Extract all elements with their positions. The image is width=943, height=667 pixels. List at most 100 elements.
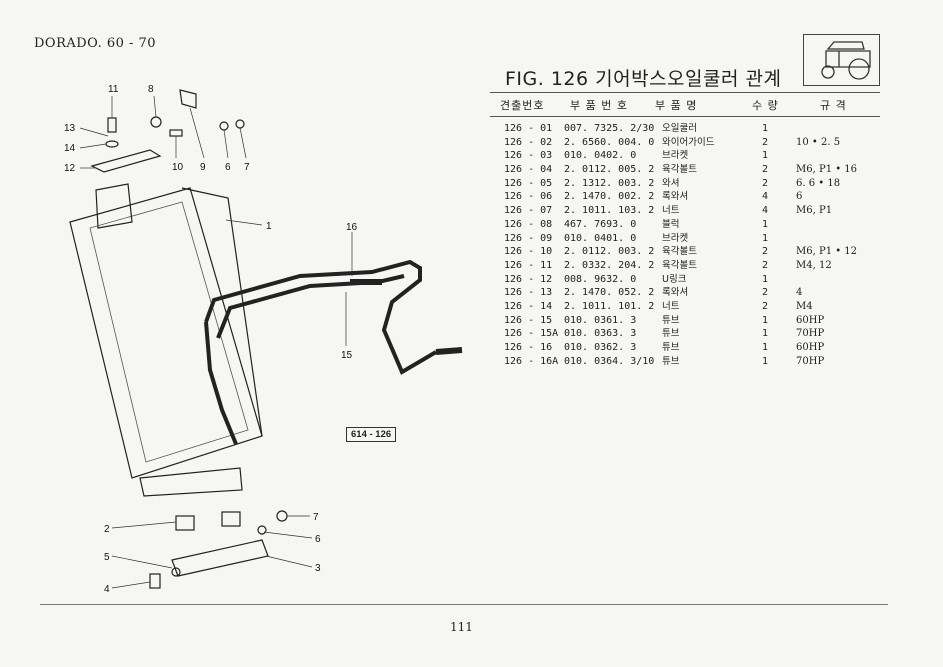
- cell-qty: 1: [762, 342, 769, 353]
- col-part-name: 부 품 명: [655, 99, 698, 112]
- cell-part-name: 브라켓: [662, 150, 689, 162]
- header-rule-bottom: [490, 116, 880, 117]
- cell-part-no: 010. 0364. 3/10: [564, 355, 655, 367]
- model-label: DORADO. 60 - 70: [34, 36, 157, 51]
- cell-part-no: 010. 0363. 3: [564, 328, 637, 340]
- cell-spec: M6, P1 • 12: [796, 246, 858, 258]
- ulink-2a: [175, 515, 195, 531]
- cell-qty: 1: [762, 328, 769, 340]
- cell-part-name: 록와셔: [662, 287, 689, 299]
- col-qty: 수 량: [752, 99, 779, 112]
- cell-item-no: 126 - 04: [504, 164, 553, 176]
- cell-item-no: 126 - 10: [504, 246, 553, 258]
- bolt-11: [107, 117, 117, 133]
- cell-item-no: 126 - 01: [504, 123, 553, 134]
- cell-qty: 4: [762, 191, 769, 203]
- cell-spec: 6: [796, 191, 803, 203]
- cell-spec: 60HP: [796, 342, 825, 353]
- cell-qty: 2: [762, 259, 769, 271]
- callout-label: 6: [315, 534, 321, 545]
- cell-part-no: 2. 6560. 004. 0: [564, 136, 655, 148]
- cell-qty: 2: [762, 177, 769, 189]
- cell-item-no: 126 - 03: [504, 150, 553, 162]
- tractor-icon: [803, 34, 880, 86]
- page-number: 111: [450, 620, 473, 634]
- cell-part-no: 2. 0112. 005. 2: [564, 164, 655, 176]
- bracket-9: [179, 89, 197, 109]
- cell-part-name: 와셔: [662, 177, 680, 189]
- cell-spec: M6, P1: [796, 205, 833, 217]
- cell-spec: M4: [796, 300, 813, 312]
- cell-item-no: 126 - 09: [504, 232, 553, 244]
- cell-part-name: 튜브: [662, 314, 680, 326]
- cell-spec: M4, 12: [796, 259, 832, 271]
- cell-spec: 70HP: [796, 328, 825, 340]
- cell-qty: 1: [762, 123, 769, 134]
- callout-label: 15: [341, 350, 353, 361]
- cell-part-no: 2. 1312. 003. 2: [564, 177, 655, 189]
- nut-7b: [276, 510, 288, 522]
- cell-item-no: 126 - 16A: [504, 355, 559, 367]
- cell-qty: 1: [762, 355, 769, 367]
- callout-label: 10: [172, 162, 184, 173]
- cell-spec: 60HP: [796, 314, 825, 326]
- cell-item-no: 126 - 15: [504, 314, 553, 326]
- callout-label: 1: [266, 221, 272, 232]
- bolt-4: [149, 573, 161, 589]
- radiator-side: [181, 187, 263, 437]
- cell-spec: M6, P1 • 16: [796, 164, 858, 176]
- cell-item-no: 126 - 02: [504, 136, 553, 148]
- callout-label: 12: [64, 163, 76, 174]
- cell-qty: 4: [762, 205, 769, 217]
- col-item-no: 견출번호: [500, 99, 545, 112]
- cell-qty: 2: [762, 287, 769, 299]
- cell-spec: 10 • 2. 5: [796, 136, 841, 148]
- header-rule-top: [490, 92, 880, 93]
- radiator-fins: [89, 201, 249, 463]
- cell-part-name: U링크: [662, 273, 687, 285]
- cell-spec: 70HP: [796, 355, 825, 367]
- cell-part-name: 너트: [662, 300, 680, 312]
- cell-part-name: 블럭: [662, 218, 680, 230]
- cell-part-name: 튜브: [662, 355, 680, 367]
- cell-qty: 1: [762, 232, 769, 244]
- washer-6b: [257, 525, 267, 535]
- callout-label: 13: [64, 123, 76, 134]
- cell-part-name: 육각볼트: [662, 259, 697, 271]
- cell-qty: 1: [762, 218, 769, 230]
- cell-part-no: 2. 0112. 003. 2: [564, 246, 655, 258]
- callout-label: 16: [346, 222, 358, 233]
- cell-item-no: 126 - 16: [504, 342, 553, 353]
- figure-reference: 614 - 126: [346, 427, 397, 442]
- figure-title: FIG. 126 기어박스오일쿨러 관계: [505, 68, 782, 90]
- col-spec: 규 격: [820, 99, 847, 112]
- cell-part-name: 육각볼트: [662, 164, 697, 176]
- callout-label: 2: [104, 524, 110, 535]
- cell-part-name: 와이어가이드: [662, 136, 715, 148]
- callout-label: 4: [104, 584, 110, 595]
- bracket-top: [95, 183, 133, 229]
- cell-qty: 1: [762, 150, 769, 162]
- cell-part-name: 오일쿨러: [662, 123, 697, 134]
- guide-12: [90, 149, 162, 173]
- bolt-10: [169, 129, 183, 137]
- cell-item-no: 126 - 13: [504, 287, 553, 299]
- callout-label: 14: [64, 143, 76, 154]
- cell-qty: 2: [762, 136, 769, 148]
- table-row: 126 - 02 2. 6560. 004. 0 와이어가이드 2 10 • 2. 5: [490, 136, 880, 150]
- callout-label: 5: [104, 552, 110, 563]
- cell-item-no: 126 - 12: [504, 273, 553, 285]
- cell-qty: 2: [762, 246, 769, 258]
- tube-lower: [204, 321, 238, 445]
- cell-spec: 6. 6 • 18: [796, 177, 841, 189]
